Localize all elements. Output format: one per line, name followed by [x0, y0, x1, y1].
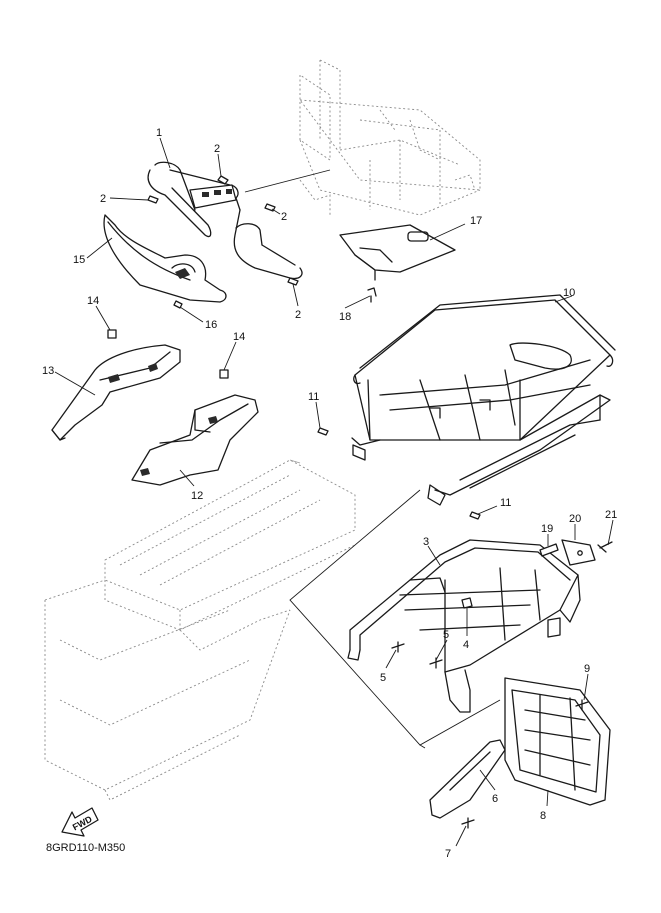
assembly-lines	[244, 169, 501, 749]
ghost-chassis	[44, 459, 356, 801]
callout-8: 8	[540, 810, 546, 822]
callout-19: 19	[541, 523, 553, 535]
fwd-arrow-icon: FWD	[61, 807, 99, 837]
callout-9: 9	[584, 663, 590, 675]
parts-19-20-21	[539, 539, 613, 566]
diagram-code: 8GRD110-M350	[46, 842, 125, 854]
part-6-panel	[429, 739, 506, 819]
callout-13: 13	[42, 365, 54, 377]
callout-2-bottom: 2	[295, 309, 301, 321]
part-12-side-cover	[131, 394, 259, 486]
callout-17: 17	[470, 215, 482, 227]
part-15-lower-cover	[103, 214, 227, 303]
leader-lines	[54, 137, 614, 847]
part-10-cargo-rack	[351, 294, 616, 506]
callout-5-left: 5	[380, 672, 386, 684]
callout-14-left: 14	[87, 295, 99, 307]
callout-10: 10	[563, 287, 575, 299]
callout-21: 21	[605, 509, 617, 521]
fasteners	[107, 175, 589, 829]
callout-11-left: 11	[308, 391, 319, 403]
callout-11-right: 11	[500, 497, 511, 509]
callout-18: 18	[339, 311, 351, 323]
callout-2-top: 2	[214, 143, 220, 155]
callout-15: 15	[73, 254, 85, 266]
ghost-frame	[299, 59, 481, 216]
callout-2-right: 2	[281, 211, 287, 223]
callout-labels: 1 2 2 2 2 15 16 17 18 10 14 14 13 12 11 …	[42, 127, 617, 860]
callout-7: 7	[445, 848, 451, 860]
callout-20: 20	[569, 513, 581, 525]
callout-12: 12	[191, 490, 203, 502]
callout-4: 4	[463, 639, 469, 651]
part-17-plate	[339, 224, 456, 281]
part-1-front-guard	[147, 161, 303, 280]
part-13-side-cover	[51, 344, 181, 441]
callout-5-right: 5	[443, 629, 449, 641]
callout-6: 6	[492, 793, 498, 805]
callout-16: 16	[205, 319, 217, 331]
callout-3: 3	[423, 536, 429, 548]
callout-2-left: 2	[100, 193, 106, 205]
part-3-rear-rack	[347, 539, 581, 713]
callout-1: 1	[156, 127, 162, 139]
part-8-mudflap	[504, 677, 611, 806]
callout-14-right: 14	[233, 331, 245, 343]
